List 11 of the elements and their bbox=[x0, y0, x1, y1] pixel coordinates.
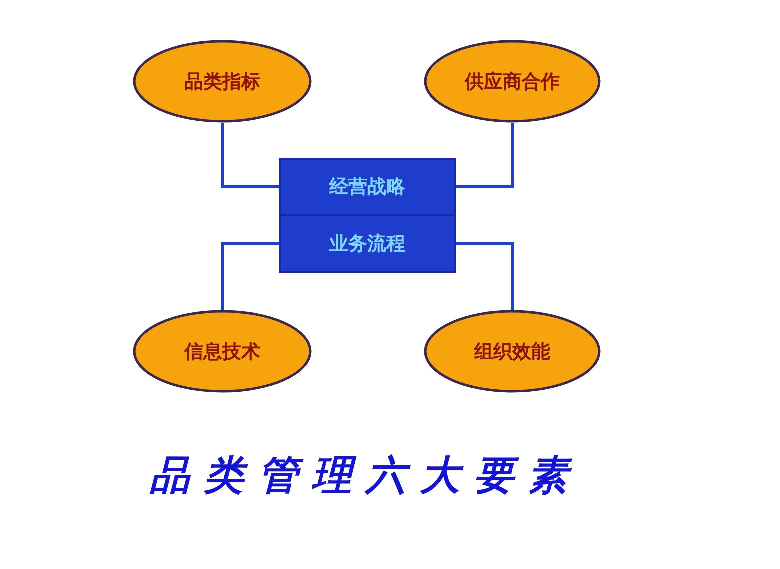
connector-line bbox=[456, 242, 514, 310]
connector-line bbox=[456, 123, 514, 188]
connector-line bbox=[221, 242, 279, 310]
process-box: 经营战略 bbox=[279, 158, 456, 216]
ellipse-node: 信息技术 bbox=[133, 310, 312, 393]
process-box: 业务流程 bbox=[279, 214, 456, 273]
ellipse-node: 品类指标 bbox=[133, 40, 312, 123]
ellipse-node: 供应商合作 bbox=[424, 40, 601, 123]
connector-line bbox=[221, 123, 279, 188]
ellipse-node: 组织效能 bbox=[424, 310, 601, 393]
title: 品类管理六大要素 bbox=[150, 451, 583, 501]
